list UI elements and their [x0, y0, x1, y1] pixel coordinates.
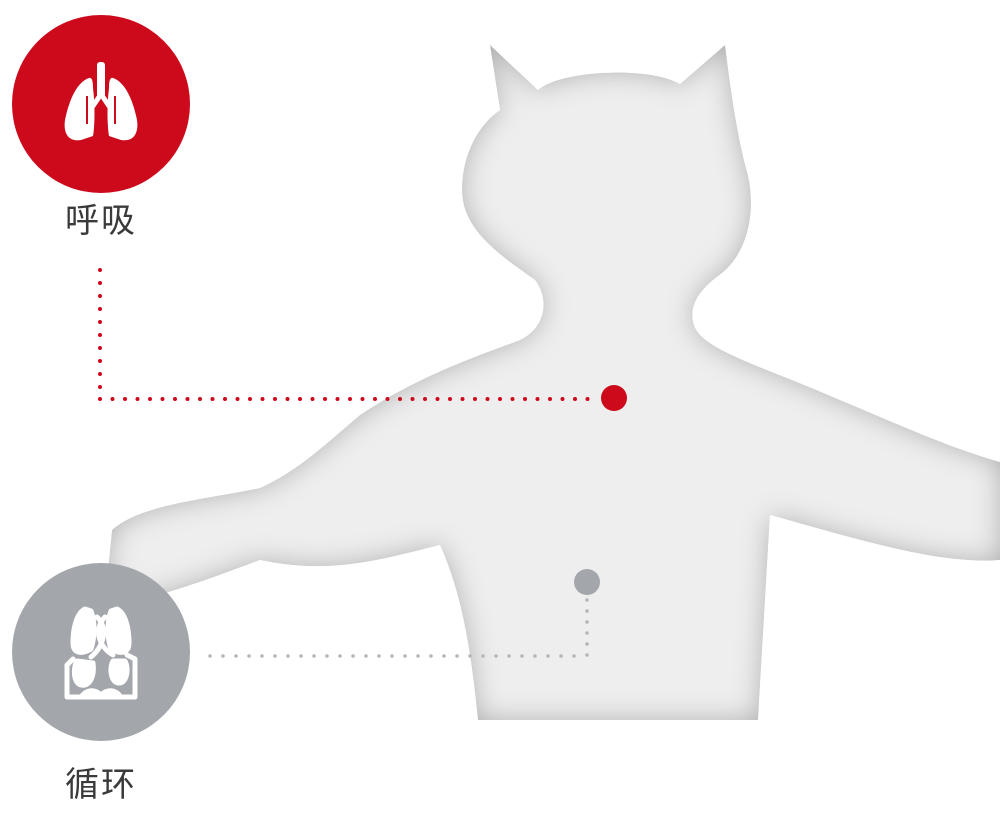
- heart-lungs-icon: [64, 606, 138, 700]
- respiration-label: 呼吸: [65, 201, 137, 241]
- lungs-icon: [64, 62, 138, 141]
- respiration-point[interactable]: [601, 385, 627, 411]
- circulation-label: 循环: [65, 765, 137, 805]
- circulation-connector: [208, 569, 600, 658]
- circulation-point[interactable]: [574, 569, 600, 595]
- body-silhouette: [108, 45, 1000, 720]
- respiration-connector: [98, 268, 627, 411]
- circulation-badge[interactable]: [12, 563, 190, 741]
- respiration-badge[interactable]: [12, 15, 190, 193]
